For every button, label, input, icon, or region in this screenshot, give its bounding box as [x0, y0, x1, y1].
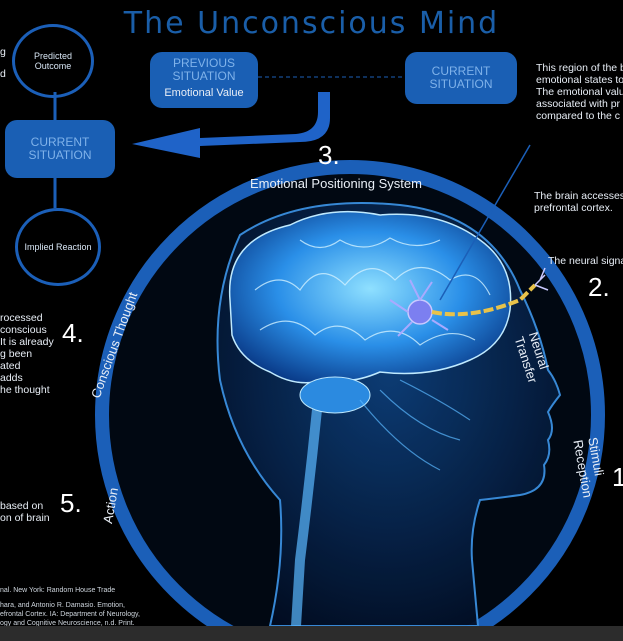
right-current-situation-label: CURRENT SITUATION	[429, 64, 493, 91]
conscious-thought-description: rocessed conscious It is already g been …	[0, 312, 54, 396]
left-current-situation-box: CURRENT SITUATION	[5, 120, 115, 178]
spine	[291, 399, 323, 627]
left-line-2: conscious	[0, 324, 47, 336]
left-line-5: ated	[0, 360, 21, 372]
predicted-outcome-node: Predicted Outcome	[12, 24, 94, 98]
predicted-outcome-label: Predicted Outcome	[33, 51, 73, 71]
right-line-3: The emotional valu	[536, 86, 623, 98]
emotional-value-label: Emotional Value	[164, 87, 244, 99]
bottom-strip	[0, 626, 623, 641]
neuron-body	[407, 299, 433, 325]
left-line-3: It is already	[0, 336, 54, 348]
axon-terminal	[534, 267, 549, 291]
previous-situation-label: PREVIOUS SITUATION	[172, 56, 236, 83]
implied-reaction-node: Implied Reaction	[15, 208, 101, 286]
reference-2: hara, and Antonio R. Damasio. Emotion,	[0, 602, 125, 609]
left-current-situation-label: CURRENT SITUATION	[28, 135, 92, 162]
brain-access-text: The brain accesses prefrontal cortex.	[534, 190, 623, 214]
pointer-line	[439, 144, 531, 301]
accessed-line-2: prefrontal cortex.	[534, 202, 613, 214]
step-4-number: 4.	[62, 318, 84, 348]
neuron-dendrites	[389, 279, 449, 337]
implied-reaction-label: Implied Reaction	[24, 242, 92, 252]
references: nal. New York: Random House Trade hara, …	[0, 586, 140, 628]
facial-nerves	[359, 379, 471, 471]
left-line-1: rocessed	[0, 312, 43, 324]
reference-1: nal. New York: Random House Trade	[0, 587, 116, 594]
axon	[431, 283, 537, 317]
action-description: based on on of brain	[0, 500, 50, 524]
step-2-number: 2.	[588, 272, 610, 302]
neural-signal-text: The neural signa	[548, 255, 623, 267]
flow-arrow	[132, 92, 330, 158]
left-line-4: g been	[0, 348, 33, 360]
brain	[228, 210, 512, 384]
action-line-1: based on	[0, 500, 44, 512]
step-5-number: 5.	[60, 488, 82, 518]
right-line-4: associated with pr	[536, 98, 621, 110]
reference-4: ogy and Cognitive Neuroscience, n.d. Pri…	[0, 620, 135, 627]
right-line-2: emotional states to	[536, 74, 623, 86]
step-3-number: 3.	[318, 140, 340, 170]
right-line-5: compared to the c	[536, 110, 621, 122]
step-1-number: 1	[612, 462, 623, 492]
right-current-situation-box: CURRENT SITUATION	[405, 52, 517, 104]
right-description: This region of the b emotional states to…	[536, 62, 623, 122]
accessed-line-1: The brain accesses	[534, 190, 623, 202]
left-line-7: he thought	[0, 384, 50, 396]
right-line-1: This region of the b	[536, 62, 623, 74]
left-line-6: adds	[0, 372, 23, 384]
edge-text-d: d	[0, 68, 6, 80]
action-line-2: on of brain	[0, 512, 50, 524]
previous-situation-box: PREVIOUS SITUATION Emotional Value	[150, 52, 258, 108]
edge-text-g: g	[0, 46, 6, 58]
emotional-positioning-system-label: Emotional Positioning System	[250, 176, 422, 191]
page-title: The Unconscious Mind	[123, 6, 500, 41]
reference-3: efrontal Cortex. IA: Department of Neuro…	[0, 611, 140, 618]
cerebellum	[299, 376, 371, 414]
